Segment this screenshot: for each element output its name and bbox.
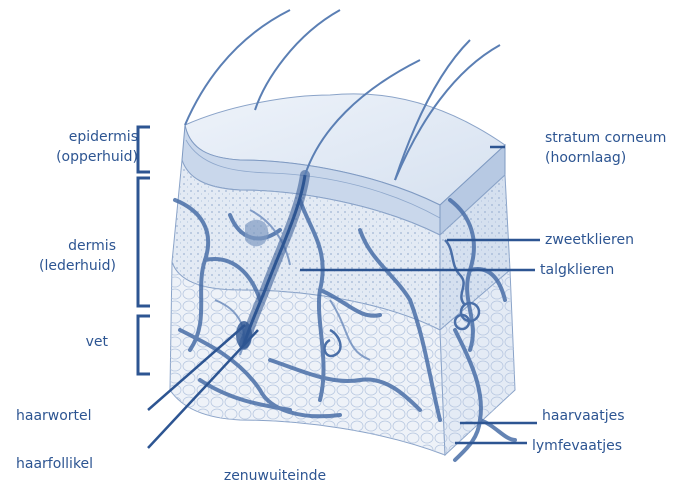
label-haarfollikel: haarfollikel xyxy=(16,454,93,474)
label-stratum-corneum: stratum corneum (hoornlaag) xyxy=(545,128,666,168)
label-lymfevaatjes: lymfevaatjes xyxy=(532,436,622,456)
label-zweetklieren: zweetklieren xyxy=(545,230,634,250)
label-epidermis-text: epidermis xyxy=(20,127,138,147)
sebaceous-gland xyxy=(245,220,268,247)
label-haarvaatjes-text: haarvaatjes xyxy=(542,408,625,424)
left-brackets xyxy=(138,127,150,374)
label-stratum-corneum-text: stratum corneum xyxy=(545,128,666,148)
label-haarvaatjes: haarvaatjes xyxy=(542,406,625,426)
label-epidermis-nl: (opperhuid) xyxy=(20,147,138,167)
label-zweetklieren-text: zweetklieren xyxy=(545,232,634,248)
label-haarfollikel-text: haarfollikel xyxy=(16,456,93,472)
label-epidermis: epidermis (opperhuid) xyxy=(20,127,138,167)
label-dermis: dermis (lederhuid) xyxy=(20,236,116,276)
label-zenuwuiteinde-text: zenuwuiteinde xyxy=(224,468,326,484)
label-dermis-text: dermis xyxy=(20,236,116,256)
label-stratum-corneum-nl: (hoornlaag) xyxy=(545,148,666,168)
label-haarwortel: haarwortel xyxy=(16,406,92,426)
label-dermis-nl: (lederhuid) xyxy=(20,256,116,276)
label-vet-text: vet xyxy=(86,334,108,350)
label-zenuwuiteinde: zenuwuiteinde xyxy=(205,466,345,486)
label-lymfevaatjes-text: lymfevaatjes xyxy=(532,438,622,454)
label-talgklieren-text: talgklieren xyxy=(540,262,614,278)
label-vet: vet xyxy=(20,332,108,352)
label-haarwortel-text: haarwortel xyxy=(16,408,92,424)
label-talgklieren: talgklieren xyxy=(540,260,614,280)
